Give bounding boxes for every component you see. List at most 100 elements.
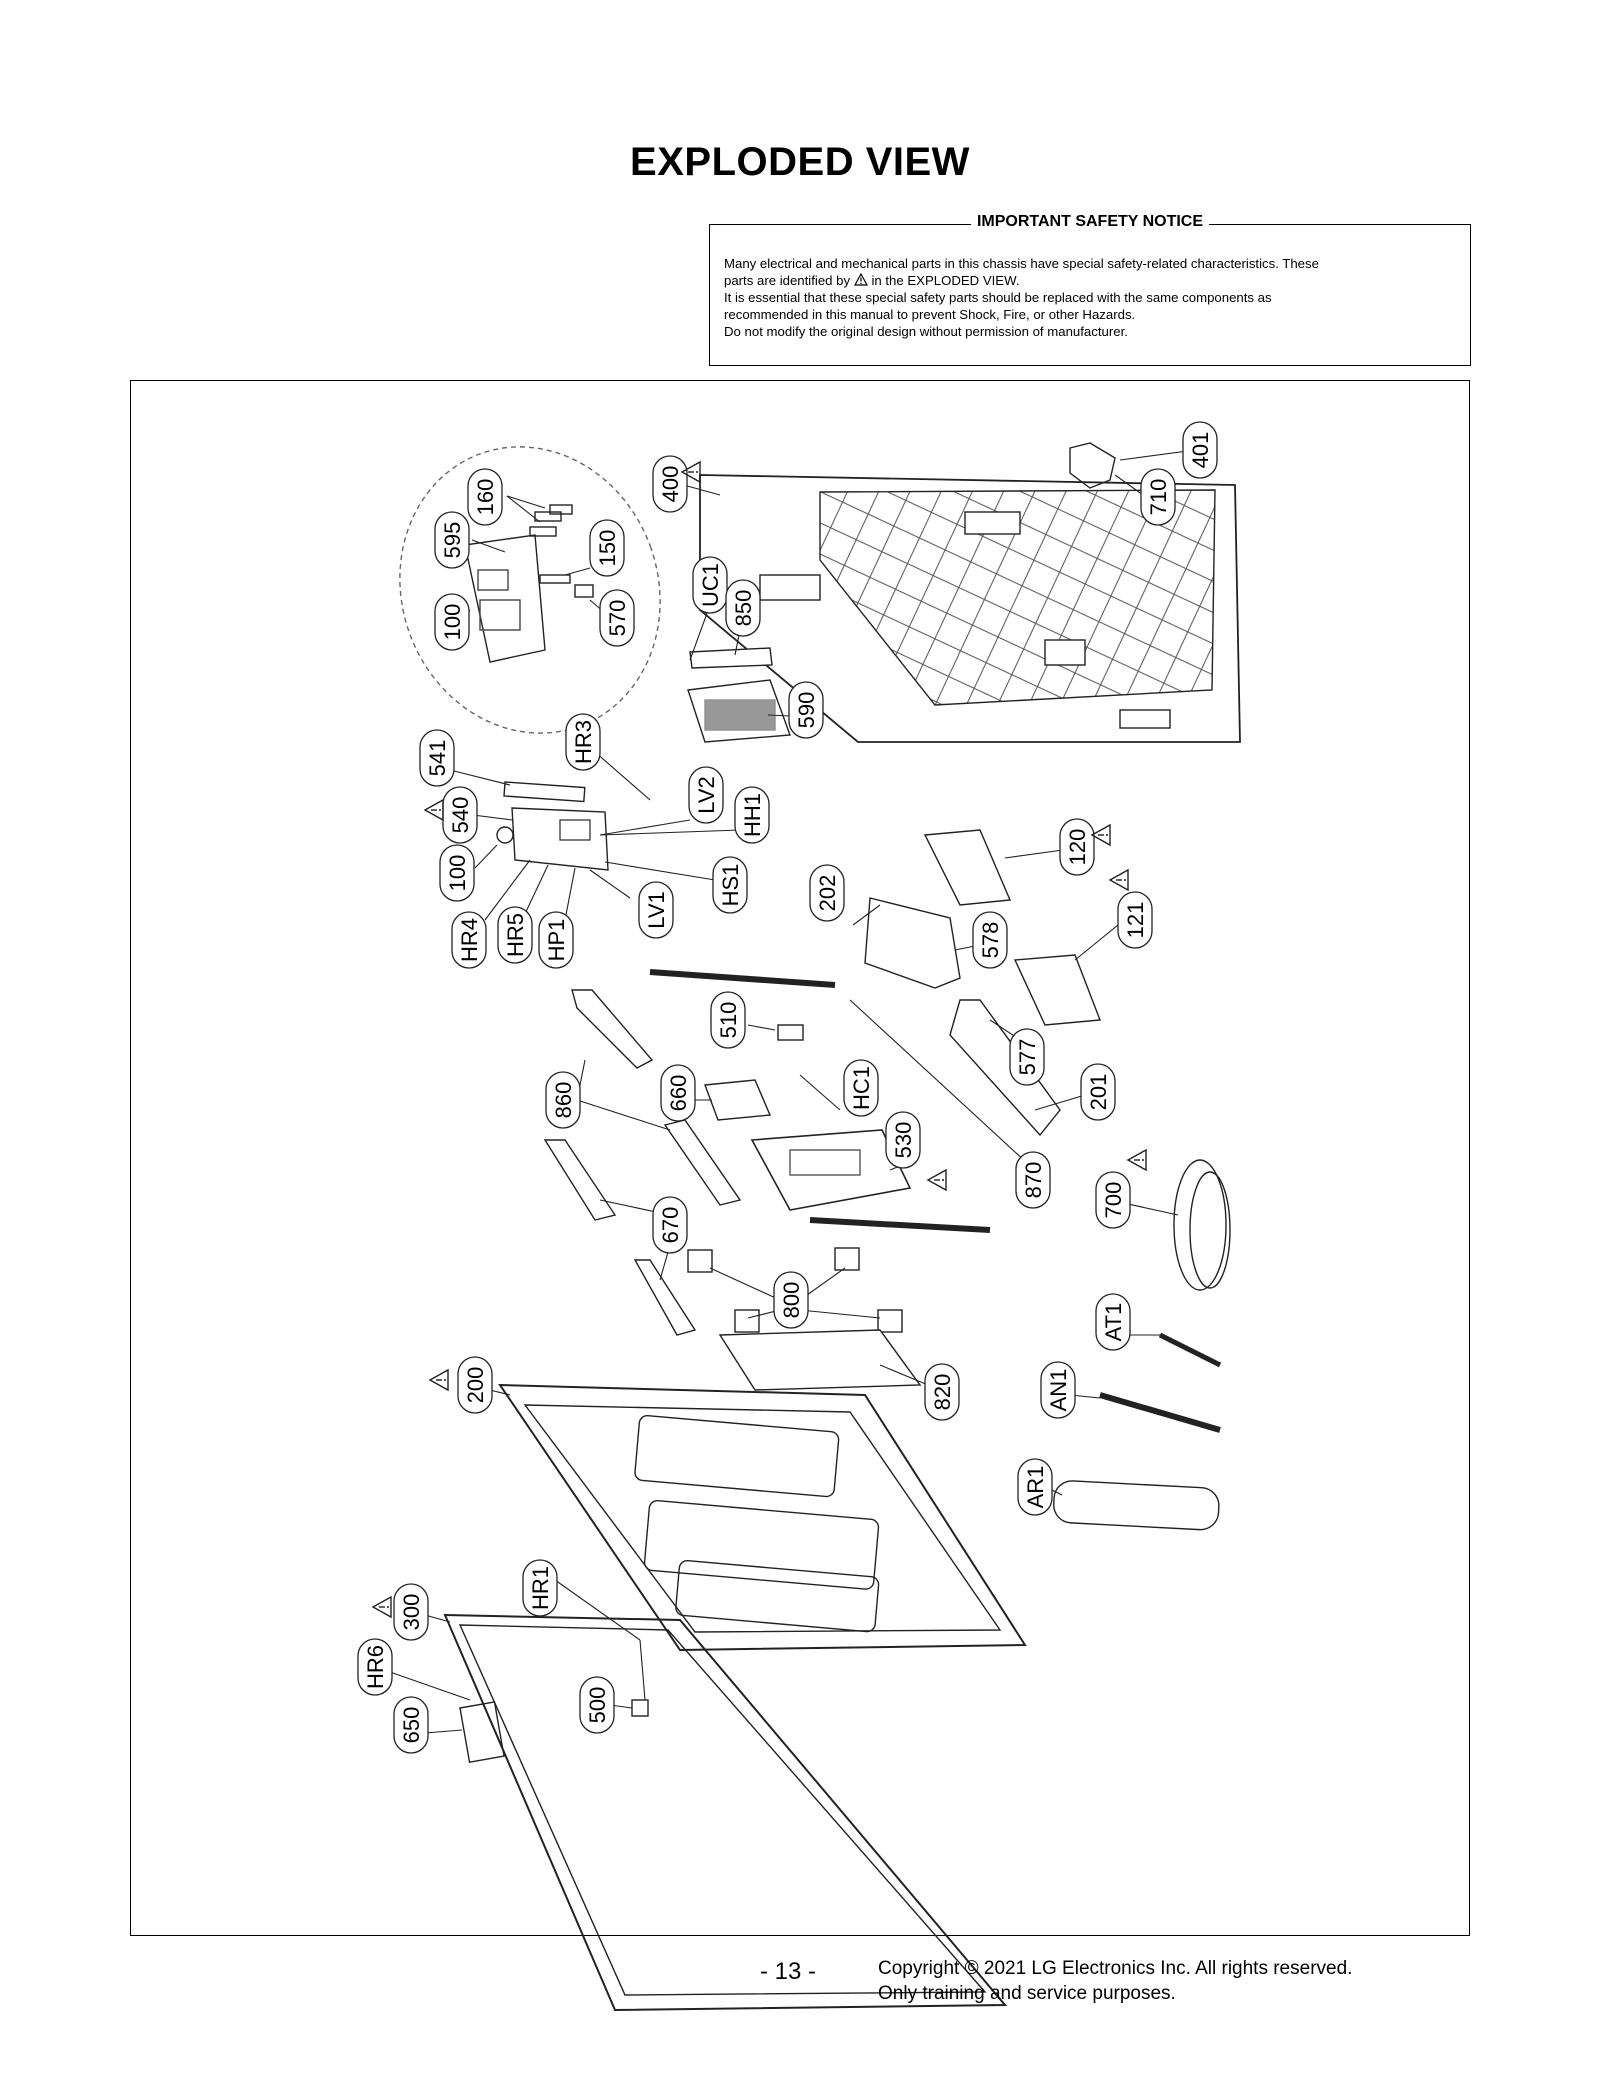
part-label-870: 870 (1015, 1151, 1051, 1209)
safety-warning-icon (428, 1368, 449, 1392)
bracket-201 (949, 999, 1061, 1137)
rail-lower (809, 1217, 991, 1233)
part-label-text: 570 (605, 600, 630, 637)
part-label-500: 500 (579, 1676, 615, 1734)
bracket-202 (864, 897, 961, 989)
part-label-text: 530 (891, 1122, 916, 1159)
notice-line-2a: parts are identified by (724, 273, 851, 288)
part-label-hh1: HH1 (734, 786, 770, 844)
rail-upper (649, 969, 836, 988)
part-label-660: 660 (660, 1064, 696, 1122)
part-label-hr3: HR3 (565, 713, 601, 771)
foot-3 (734, 1309, 760, 1333)
part-label-202: 202 (809, 864, 845, 922)
part-label-300: 300 (393, 1583, 429, 1641)
part-label-text: 820 (930, 1374, 955, 1411)
part-label-text: 578 (978, 922, 1003, 959)
part-label-hc1: HC1 (843, 1059, 879, 1117)
part-label-text: 595 (440, 522, 465, 559)
power-cord-700 (1173, 1159, 1227, 1291)
speaker-121 (1013, 954, 1101, 1026)
part-label-820: 820 (924, 1363, 960, 1421)
part-label-hp1: HP1 (538, 911, 574, 969)
bracket-860b (663, 1119, 742, 1206)
part-510 (777, 1024, 804, 1041)
part-label-text: HS1 (718, 864, 743, 907)
part-label-at1: AT1 (1095, 1293, 1131, 1351)
part-label-lv2: LV2 (688, 766, 724, 824)
part-label-570: 570 (599, 589, 635, 647)
safety-warning-icon (1108, 868, 1129, 892)
part-label-text: HC1 (849, 1066, 874, 1110)
part-label-text: 100 (445, 855, 470, 892)
stick-AT1 (1158, 1332, 1222, 1368)
part-label-text: HH1 (740, 793, 765, 837)
part-660 (704, 1079, 772, 1121)
part-650 (459, 1701, 505, 1763)
part-label-710: 710 (1140, 468, 1176, 526)
part-label-121: 121 (1117, 891, 1153, 949)
part-label-lv1: LV1 (638, 881, 674, 939)
notice-line-4: recommended in this manual to prevent Sh… (724, 307, 1136, 322)
part-label-860: 860 (545, 1071, 581, 1129)
notice-line-5: Do not modify the original design withou… (724, 324, 1128, 339)
part-label-160: 160 (467, 468, 503, 526)
part-label-text: 700 (1101, 1182, 1126, 1219)
safety-notice-body: Many electrical and mechanical parts in … (724, 255, 1456, 340)
part-label-text: AR1 (1023, 1466, 1048, 1509)
notice-line-2b: in the EXPLODED VIEW. (871, 273, 1020, 288)
part-label-hr1: HR1 (522, 1559, 558, 1617)
part-label-text: 660 (666, 1075, 691, 1112)
safety-warning-icon (423, 798, 444, 822)
copyright-line-2: Only training and service purposes. (878, 1983, 1176, 2004)
part-label-text: 800 (779, 1282, 804, 1319)
part-label-text: HR4 (457, 918, 482, 962)
speaker-120 (923, 829, 1012, 906)
part-label-100: 100 (439, 844, 475, 902)
part-label-800: 800 (773, 1271, 809, 1329)
part-label-text: HR1 (528, 1566, 553, 1610)
part-label-hr4: HR4 (451, 911, 487, 969)
part-label-577: 577 (1009, 1028, 1045, 1086)
safety-notice-title: IMPORTANT SAFETY NOTICE (970, 213, 1210, 230)
part-label-541: 541 (419, 729, 455, 787)
detail-circle (399, 446, 661, 734)
foot-2 (834, 1247, 860, 1271)
safety-notice-box: IMPORTANT SAFETY NOTICE Many electrical … (709, 213, 1471, 366)
part-500 (631, 1699, 649, 1717)
part-label-text: 300 (399, 1594, 424, 1631)
part-label-text: LV1 (644, 891, 669, 929)
frame-300 (443, 1613, 1008, 2012)
part-label-540: 540 (442, 786, 478, 844)
part-label-text: 120 (1065, 829, 1090, 866)
part-label-text: 577 (1015, 1039, 1040, 1076)
part-label-text: 850 (731, 590, 756, 627)
part-label-text: 201 (1086, 1074, 1111, 1111)
part-label-text: AN1 (1046, 1369, 1071, 1412)
part-label-text: 870 (1021, 1162, 1046, 1199)
notice-line-1: Many electrical and mechanical parts in … (724, 256, 1319, 271)
part-label-text: LV2 (694, 776, 719, 814)
part-label-text: HR5 (503, 913, 528, 957)
bracket-670a (543, 1139, 617, 1221)
part-label-200: 200 (457, 1356, 493, 1414)
middle-chassis-200 (498, 1383, 1027, 1652)
part-label-670: 670 (652, 1196, 688, 1254)
copyright: Copyright © 2021 LG Electronics Inc. All… (878, 1956, 1352, 2006)
part-label-201: 201 (1080, 1063, 1116, 1121)
part-label-595: 595 (434, 511, 470, 569)
part-label-150: 150 (589, 519, 625, 577)
part-label-text: 860 (551, 1082, 576, 1119)
part-label-401: 401 (1182, 421, 1218, 479)
part-label-530: 530 (885, 1111, 921, 1169)
top-bracket (1069, 442, 1116, 489)
part-label-700: 700 (1095, 1171, 1131, 1229)
part-label-text: 400 (658, 466, 683, 503)
foot-4 (877, 1309, 903, 1333)
part-label-text: 710 (1146, 479, 1171, 516)
part-label-text: 121 (1123, 902, 1148, 939)
part-label-text: 200 (463, 1367, 488, 1404)
part-label-text: 540 (448, 797, 473, 834)
